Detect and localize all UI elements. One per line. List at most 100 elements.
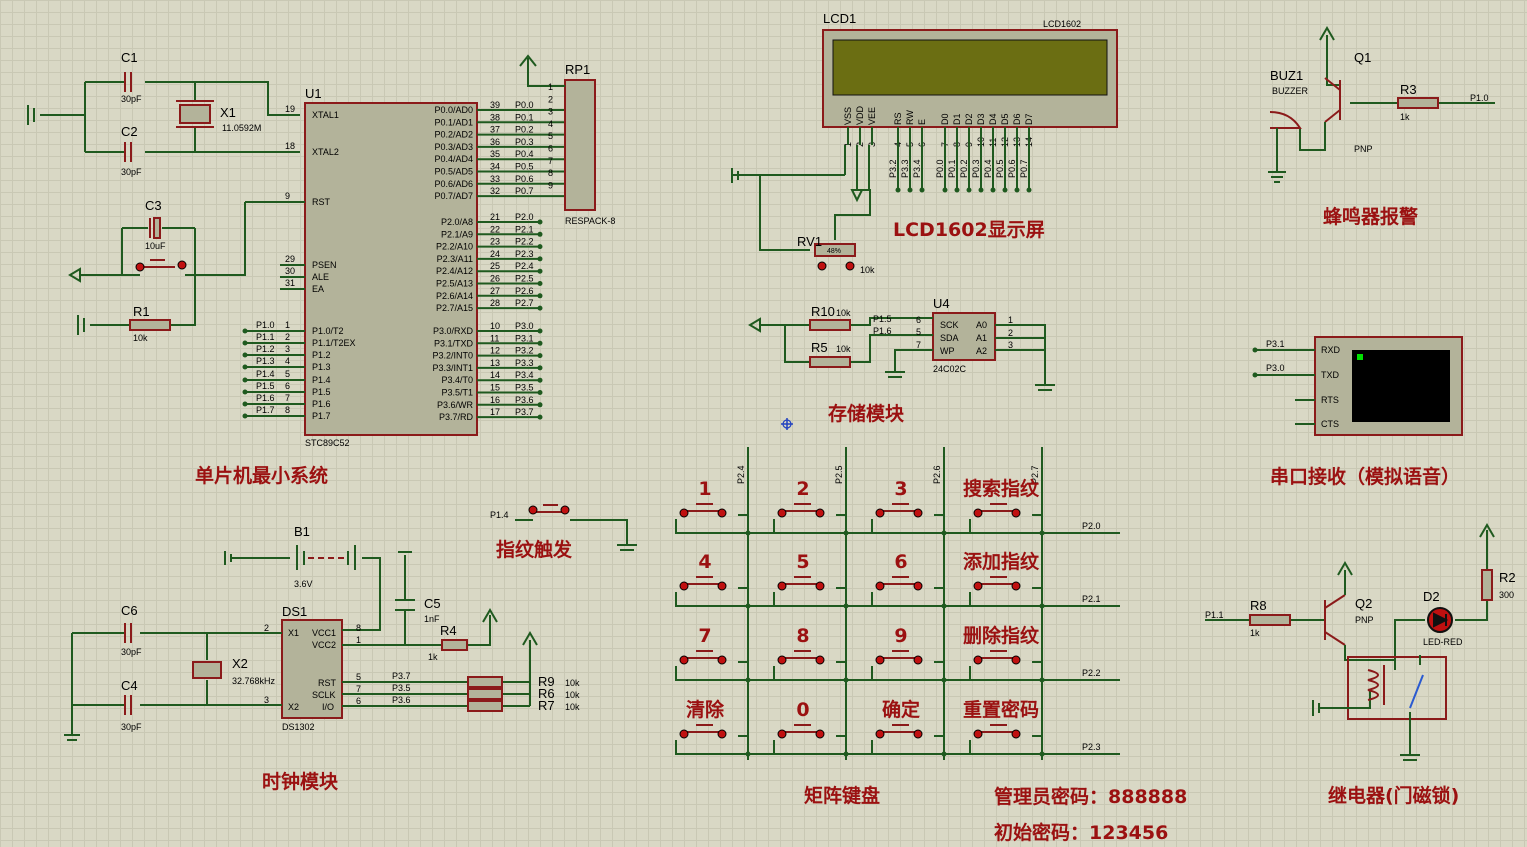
buzzer-section <box>1268 26 1495 183</box>
r9-ref: R9 <box>538 674 555 689</box>
rp1-pin: 1 <box>548 82 553 92</box>
c1-ref: C1 <box>121 50 138 65</box>
rtc-pin: VCC2 <box>312 640 336 650</box>
pin-number: 1 <box>285 320 290 330</box>
keypad-key-label: 1 <box>698 478 711 500</box>
pin-name: P1.6 <box>312 399 331 409</box>
net-label: P3.0 <box>515 321 534 331</box>
pin-name: P3.0/RXD <box>433 326 474 336</box>
x1-val: 11.0592M <box>222 123 261 133</box>
pin-name: P3.3/INT1 <box>432 363 473 373</box>
clock-section <box>64 545 538 741</box>
pin-name: P1.1/T2EX <box>312 338 356 348</box>
rtc-ref: DS1 <box>282 604 307 619</box>
net-label: P3.7 <box>515 407 534 417</box>
pin-number: 30 <box>285 266 295 276</box>
eeprom-pin-num: 1 <box>1008 315 1013 325</box>
pin-name: P2.4/A12 <box>436 266 473 276</box>
module-title: 继电器(门磁锁) <box>1328 784 1459 807</box>
net-label: P1.3 <box>256 356 275 366</box>
lcd-pin-name: RW <box>905 110 915 125</box>
net-label: P0.7 <box>515 186 534 196</box>
uart-pin: CTS <box>1321 419 1339 429</box>
b1-val: 3.6V <box>294 579 313 589</box>
pin-name: P3.1/TXD <box>434 338 474 348</box>
pin-number: 19 <box>285 104 295 114</box>
pin-name: XTAL1 <box>312 110 339 120</box>
pin-name: RST <box>312 197 331 207</box>
pin-name: P2.0/A8 <box>441 217 473 227</box>
uart-pin: TXD <box>1321 370 1340 380</box>
pin-name: EA <box>312 284 324 294</box>
pin-number: 5 <box>285 369 290 379</box>
lcd-net: P0.4 <box>983 159 993 178</box>
pin-number: 24 <box>490 249 500 259</box>
eeprom-u4 <box>932 312 996 361</box>
resistor-r10 <box>809 319 851 331</box>
net-label: P0.5 <box>515 162 534 172</box>
c4-val: 30pF <box>121 722 142 732</box>
rp1-pin: 4 <box>548 119 553 129</box>
c5-val: 1nF <box>424 614 440 624</box>
lcd-pin-name: VDD <box>855 105 865 125</box>
pin-number: 4 <box>285 356 290 366</box>
pin-number: 39 <box>490 100 500 110</box>
keypad-row-net: P2.3 <box>1082 742 1101 752</box>
pin-name: PSEN <box>312 260 337 270</box>
c1-val: 30pF <box>121 94 142 104</box>
uart-net: P3.1 <box>1266 339 1285 349</box>
rp1-pin: 6 <box>548 144 553 154</box>
eeprom-net: P1.6 <box>873 326 892 336</box>
q1-type: PNP <box>1354 144 1373 154</box>
eeprom-pin-num: 6 <box>916 315 921 325</box>
pin-name: XTAL2 <box>312 147 339 157</box>
module-title: 时钟模块 <box>262 770 339 793</box>
rtc-pin-num: 8 <box>356 623 361 633</box>
keypad-key-label: 9 <box>894 625 907 647</box>
pin-name: P0.0/AD0 <box>434 105 473 115</box>
pin-number: 16 <box>490 395 500 405</box>
r2-val: 300 <box>1499 590 1514 600</box>
keypad-col-net: P2.4 <box>736 465 746 484</box>
eeprom-pin: WP <box>940 346 955 356</box>
lcd-pin-name: D7 <box>1024 113 1034 125</box>
keypad-row-net: P2.0 <box>1082 521 1101 531</box>
buz-ref: BUZ1 <box>1270 68 1303 83</box>
rp1-pin: 9 <box>548 180 553 190</box>
pin-name: P0.2/AD2 <box>434 130 473 140</box>
rtc-pin-num: 3 <box>264 695 269 705</box>
r8-ref: R8 <box>1250 598 1267 613</box>
lcd-pin-name: VSS <box>843 107 853 125</box>
uart-net: P3.0 <box>1266 363 1285 373</box>
pin-number: 7 <box>285 393 290 403</box>
pin-number: 34 <box>490 162 500 172</box>
rtc-part: DS1302 <box>282 722 315 732</box>
eeprom-ref: U4 <box>933 296 950 311</box>
c3-ref: C3 <box>145 198 162 213</box>
net-label: P1.4 <box>256 369 275 379</box>
keypad-key-label: 8 <box>796 625 809 647</box>
keypad-key-label: 5 <box>796 551 809 573</box>
module-title: 管理员密码：888888 <box>994 785 1187 808</box>
r10-val: 10k <box>836 308 851 318</box>
pin-name: P0.3/AD3 <box>434 142 473 152</box>
rtc-pin-num: 5 <box>356 672 361 682</box>
mcu-section: 19XTAL118XTAL29RST29PSEN30ALE31EA1P1.0/T… <box>27 54 596 436</box>
fingerprint-section <box>515 504 637 551</box>
lcd-pin-name: D0 <box>940 113 950 125</box>
b1-ref: B1 <box>294 524 310 539</box>
net-label: P2.3 <box>515 249 534 259</box>
pin-name: P3.6/WR <box>437 400 474 410</box>
lcd-net: P0.6 <box>1007 159 1017 178</box>
finger-net: P1.4 <box>490 510 509 520</box>
module-title: 蜂鸣器报警 <box>1323 205 1418 228</box>
pin-number: 37 <box>490 125 500 135</box>
x2-ref: X2 <box>232 656 248 671</box>
lcd-pin-name: D3 <box>976 113 986 125</box>
net-label: P0.3 <box>515 137 534 147</box>
pin-number: 25 <box>490 261 500 271</box>
resistor-r5 <box>809 356 851 368</box>
c4-ref: C4 <box>121 678 138 693</box>
net-label: P3.4 <box>515 370 534 380</box>
q2-type: PNP <box>1355 615 1374 625</box>
